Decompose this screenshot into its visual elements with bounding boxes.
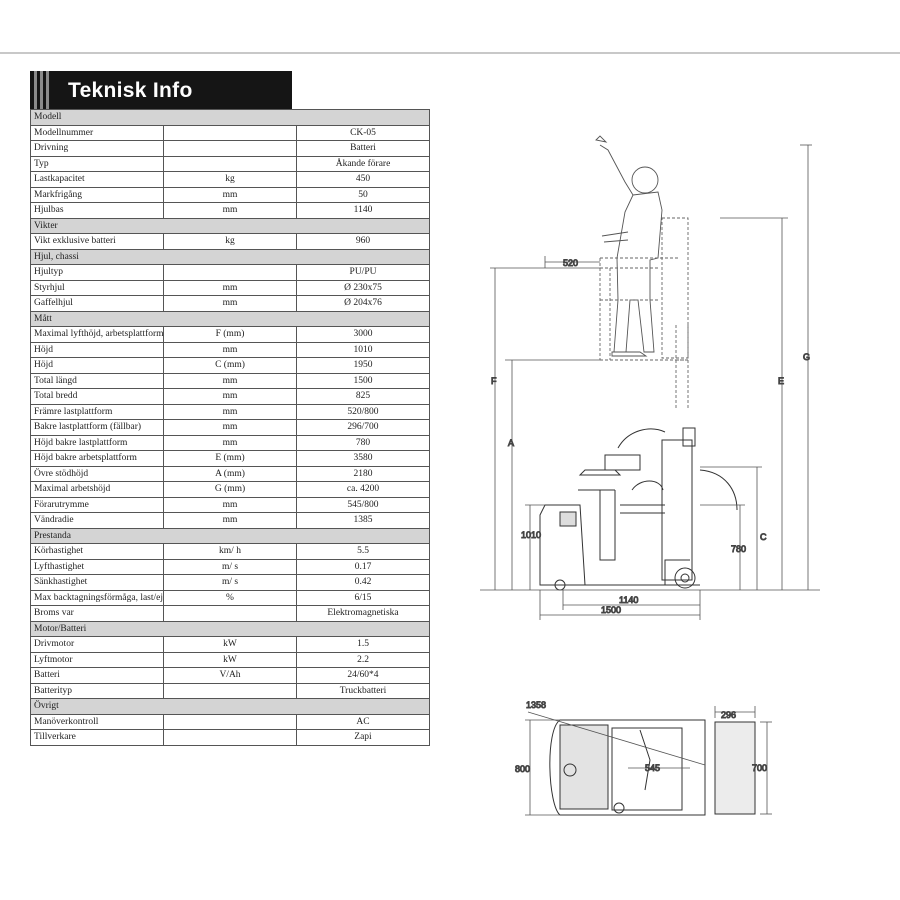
- dim-label-f: F: [491, 376, 497, 386]
- dim-rear-platform-depth: 296: [721, 710, 736, 720]
- dim-turning-radius: 1358: [526, 700, 546, 710]
- dim-width: 800: [515, 764, 530, 774]
- dim-label-e: E: [778, 376, 784, 386]
- page-title: Teknisk Info: [68, 79, 193, 102]
- header-stripes: [34, 71, 49, 109]
- elevated-mast-dashed: [599, 217, 690, 410]
- side-view-drawing: G E F A C 520 1010 780 1140 1500: [480, 135, 820, 620]
- section-title: Övrigt: [30, 698, 430, 715]
- dim-label-g: G: [803, 352, 810, 362]
- top-view-body: [549, 719, 756, 816]
- side-dimension-lines: [480, 144, 820, 620]
- section-header: Teknisk Info: [30, 71, 292, 109]
- dim-total-length: 1500: [601, 605, 621, 615]
- spec-value: Zapi: [296, 729, 430, 746]
- dim-operator-space: 545: [645, 763, 660, 773]
- top-view-dimension-lines: [525, 706, 772, 816]
- dim-wheelbase: 1140: [619, 595, 638, 605]
- dim-label-a: A: [508, 438, 514, 448]
- truck-body: [539, 427, 738, 591]
- section-row: Motor/Batteri: [30, 620, 430, 637]
- operator-figure: [595, 135, 663, 357]
- section-row: Mått: [30, 310, 430, 327]
- dim-rear-platform-width: 700: [752, 763, 767, 773]
- dim-front-platform: 520: [563, 258, 578, 268]
- dim-height: 1010: [521, 530, 541, 540]
- section-row: Övrigt: [30, 698, 430, 715]
- section-title: Mått: [30, 310, 430, 327]
- top-divider: [0, 52, 900, 54]
- top-view-drawing: 1358 296 800 545 700: [515, 700, 772, 816]
- dim-rear-platform-height: 780: [731, 544, 746, 554]
- table-row: Max backtagningsförmåga, last/ej last%6/…: [30, 589, 430, 606]
- dim-label-c: C: [760, 532, 767, 542]
- section-title: Motor/Batteri: [30, 620, 430, 637]
